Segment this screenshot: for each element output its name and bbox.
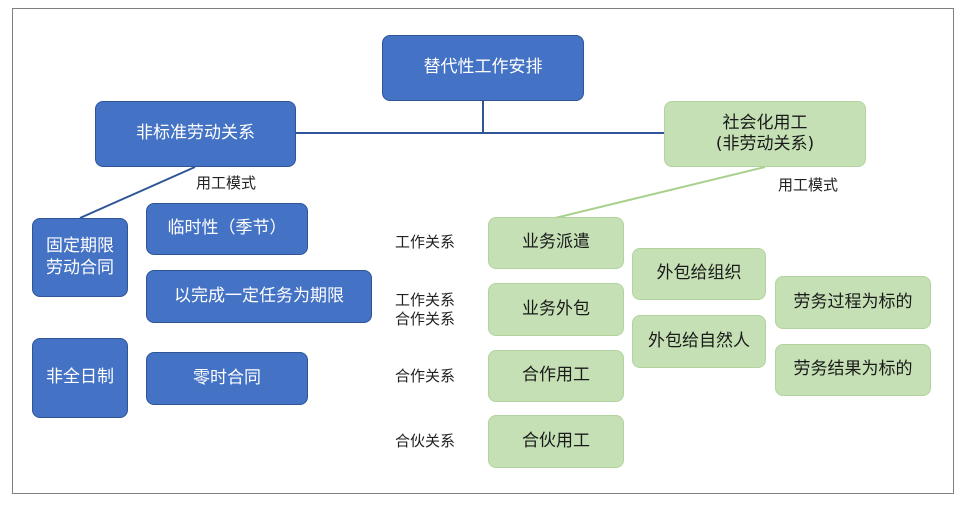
zero-hour-contract-label: 零时合同 (193, 367, 261, 388)
right-branch-node: 社会化用工 (非劳动关系) (664, 101, 866, 167)
outsource-to-individual-node: 外包给自然人 (632, 315, 766, 368)
relation-label-cooperation: 合作关系 (395, 367, 456, 385)
business-outsourcing-node: 业务外包 (488, 283, 624, 336)
relation-label-partnership: 合伙关系 (395, 432, 456, 450)
diagram-frame (12, 8, 954, 494)
outsource-to-organization-node: 外包给组织 (632, 248, 766, 300)
left-mode-label: 用工模式 (196, 174, 257, 192)
connector-right-diagonal (554, 166, 766, 219)
seasonal-temporary-label: 临时性（季节） (167, 218, 287, 239)
labor-result-target-node: 劳务结果为标的 (775, 344, 931, 396)
seasonal-temporary-node: 临时性（季节） (146, 203, 308, 255)
root-node: 替代性工作安排 (382, 35, 584, 101)
left-branch-node: 非标准劳动关系 (95, 101, 296, 167)
business-dispatch-label: 业务派遣 (522, 232, 590, 253)
cooperative-employment-node: 合作用工 (488, 350, 624, 402)
partnership-employment-node: 合伙用工 (488, 415, 624, 468)
business-outsourcing-label: 业务外包 (522, 298, 590, 319)
task-based-term-node: 以完成一定任务为期限 (146, 270, 372, 323)
part-time-node: 非全日制 (32, 338, 128, 418)
fixed-term-contract-node: 固定期限劳动合同 (32, 218, 128, 297)
root-label: 替代性工作安排 (423, 57, 543, 78)
partnership-employment-label: 合伙用工 (522, 430, 590, 451)
left-branch-label: 非标准劳动关系 (136, 123, 255, 144)
right-branch-label-line2: (非劳动关系) (715, 134, 815, 154)
right-branch-label-line1: 社会化用工 (722, 112, 808, 133)
cooperative-employment-label: 合作用工 (522, 365, 590, 386)
outsource-to-organization-label: 外包给组织 (656, 263, 742, 284)
relation-label-outsourcing: 工作关系 合作关系 (395, 291, 456, 328)
labor-process-target-node: 劳务过程为标的 (775, 276, 931, 329)
labor-process-target-label: 劳务过程为标的 (793, 291, 913, 312)
fixed-term-contract-label: 固定期限劳动合同 (46, 236, 114, 278)
zero-hour-contract-node: 零时合同 (146, 352, 308, 405)
outsource-to-individual-label: 外包给自然人 (648, 330, 750, 351)
connector-left-diagonal (79, 166, 196, 219)
task-based-term-label: 以完成一定任务为期限 (174, 285, 344, 306)
right-mode-label: 用工模式 (778, 176, 839, 194)
relation-label-dispatch: 工作关系 (395, 233, 456, 251)
part-time-label: 非全日制 (46, 367, 114, 388)
labor-result-target-label: 劳务结果为标的 (793, 359, 913, 380)
business-dispatch-node: 业务派遣 (488, 217, 624, 269)
